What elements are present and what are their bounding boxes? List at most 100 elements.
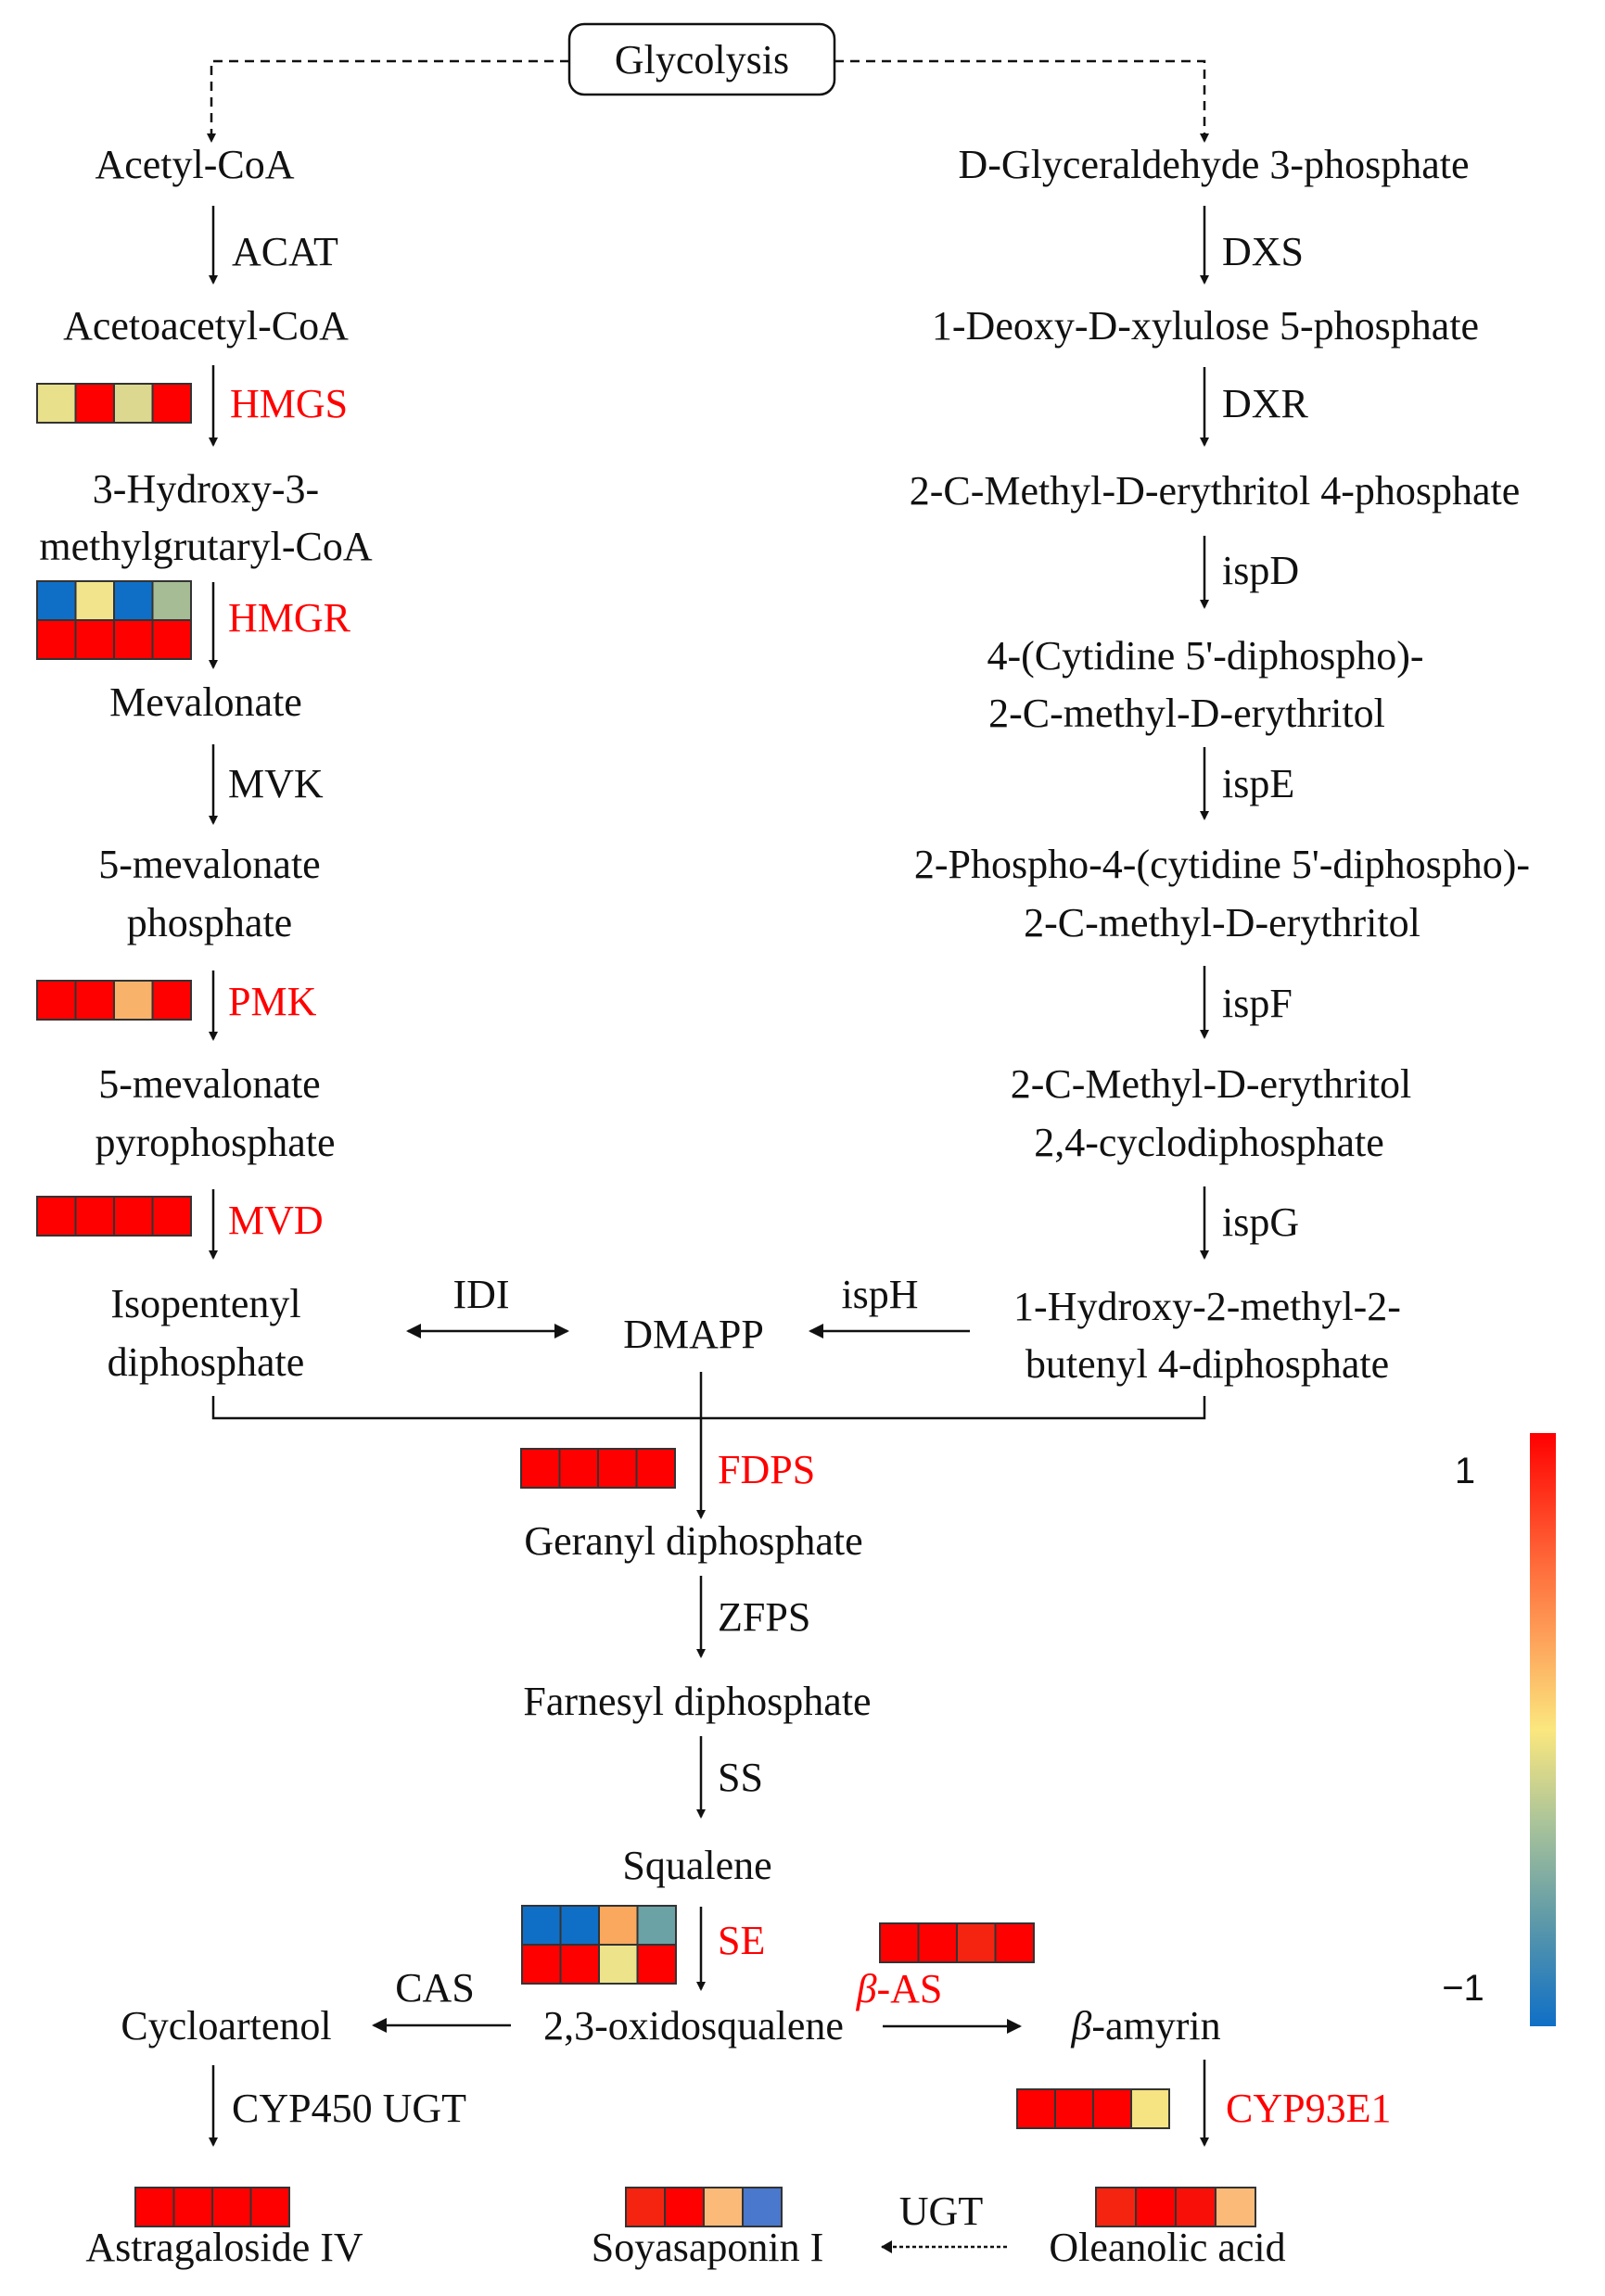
enzyme-acat: ACAT — [232, 229, 338, 274]
heatmap-cell — [879, 1922, 920, 1963]
heatmap-cell — [151, 580, 192, 621]
heatmap-cell — [558, 1448, 599, 1489]
metabolite-acetoacetyl-coa: Acetoacetyl-CoA — [63, 303, 349, 349]
metabolite-acetyl-coa: Acetyl-CoA — [95, 142, 294, 187]
heatmap-cell — [598, 1905, 639, 1946]
heatmap-cell — [625, 2187, 666, 2227]
metabolite-cycloartenol: Cycloartenol — [121, 2003, 331, 2049]
heatmap-cell — [1175, 2187, 1216, 2227]
heatmap-cell — [559, 1944, 600, 1985]
heatmap-cell — [113, 980, 154, 1021]
heatmap-cell — [521, 1944, 562, 1985]
heatmap-cell — [597, 1448, 638, 1489]
heatmap-fdps — [520, 1448, 676, 1489]
enzyme-cas: CAS — [395, 1965, 475, 2011]
heatmap-cell — [636, 1944, 677, 1985]
heatmap-cell — [74, 619, 115, 660]
heatmap-cell — [994, 1922, 1035, 1963]
metabolite-mecpp-line1: 2-C-Methyl-D-erythritol — [1011, 1061, 1412, 1107]
enzyme-pmk: PMK — [228, 979, 317, 1024]
metabolite-hmg-coa-line2: methylgrutaryl-CoA — [39, 524, 372, 569]
heatmap-cell — [635, 1448, 676, 1489]
heatmap-cell — [917, 1922, 958, 1963]
enzyme-hmgs: HMGS — [230, 381, 348, 426]
heatmap-cell — [598, 1944, 639, 1985]
enzyme-ispd: ispD — [1222, 548, 1299, 593]
heatmap-cell — [113, 580, 154, 621]
heatmap-cell — [151, 619, 192, 660]
metabolite-cdp-me-line2: 2-C-methyl-D-erythritol — [988, 691, 1385, 736]
metabolite-ipp-line2: diphosphate — [108, 1339, 305, 1385]
heatmap-cell — [1054, 2088, 1094, 2129]
enzyme-idi: IDI — [452, 1272, 509, 1317]
enzyme-ss: SS — [718, 1755, 763, 1800]
heatmap-cell — [742, 2187, 783, 2227]
heatmap-cell — [36, 383, 77, 424]
heatmap-cell — [113, 383, 154, 424]
metabolite-beta-amyrin: β-amyrin — [1070, 2003, 1220, 2049]
metabolite-dxp: 1-Deoxy-D-xylulose 5-phosphate — [932, 303, 1479, 349]
heatmap-astragaloside — [134, 2187, 290, 2227]
enzyme-mvd: MVD — [228, 1198, 324, 1243]
heatmap-se — [521, 1905, 677, 1985]
metabolite-mevalonate: Mevalonate — [109, 679, 302, 725]
heatmap-cell — [36, 580, 77, 621]
colorbar-max-label: 1 — [1455, 1451, 1475, 1491]
heatmap-cell — [36, 980, 77, 1021]
heatmap-cell — [1016, 2088, 1056, 2129]
heatmap-cell — [134, 2187, 175, 2227]
metabolite-cdp-mep-line2: 2-C-methyl-D-erythritol — [1024, 900, 1420, 945]
metabolite-farnesyl-diphosphate: Farnesyl diphosphate — [523, 1679, 871, 1724]
enzyme-cyp93e1: CYP93E1 — [1226, 2086, 1391, 2131]
heatmap-cell — [74, 580, 115, 621]
heatmap-cell — [249, 2187, 290, 2227]
heatmap-cell — [956, 1922, 997, 1963]
heatmap-cell — [113, 1196, 154, 1237]
heatmap-hmgr — [36, 580, 192, 660]
enzyme-zfps: ZFPS — [718, 1594, 810, 1640]
heatmap-cell — [36, 619, 77, 660]
metabolite-oxidosqualene: 2,3-oxidosqualene — [543, 2003, 844, 2049]
enzyme-hmgr: HMGR — [228, 595, 351, 641]
dashed-arrow-to-acetyl-coa — [207, 59, 569, 143]
dashed-arrow-to-g3p — [834, 59, 1209, 143]
heatmap-cell — [559, 1905, 600, 1946]
metabolite-cdp-mep-line1: 2-Phospho-4-(cytidine 5'-diphospho)- — [914, 842, 1530, 887]
enzyme-mvk: MVK — [228, 761, 324, 806]
heatmap-cell — [172, 2187, 213, 2227]
enzyme-cyp450-ugt: CYP450 UGT — [232, 2086, 466, 2131]
heatmap-cell — [520, 1448, 561, 1489]
glycolysis-label: Glycolysis — [615, 37, 789, 82]
colorbar-min-label: −1 — [1442, 1968, 1484, 2009]
colorbar: 1 −1 — [1442, 1433, 1556, 2026]
heatmap-cell — [36, 1196, 77, 1237]
enzyme-ugt: UGT — [899, 2188, 984, 2234]
heatmap-mvd — [36, 1196, 192, 1237]
heatmap-oleanolic — [1095, 2187, 1256, 2227]
bracket-connector — [211, 1396, 1206, 1420]
beta-symbol: β — [1070, 2003, 1091, 2049]
metabolite-soyasaponin-i: Soyasaponin I — [592, 2225, 824, 2270]
heatmap-soyasaponin — [625, 2187, 783, 2227]
heatmap-cell — [636, 1905, 677, 1946]
enzyme-dxr: DXR — [1222, 381, 1309, 426]
heatmap-cell — [151, 383, 192, 424]
heatmap-cell — [74, 980, 115, 1021]
enzyme-beta-as: β-AS — [856, 1966, 943, 2011]
metabolite-5-mevalonate-phosphate-line2: phosphate — [127, 900, 292, 945]
heatmap-cell — [74, 383, 115, 424]
heatmap-pmk — [36, 980, 192, 1021]
enzyme-isph: ispH — [841, 1272, 918, 1317]
heatmap-cell — [1092, 2088, 1132, 2129]
heatmap-cyp93e1 — [1016, 2088, 1170, 2129]
metabolite-5-mevalonate-pyrophosphate-line2: pyrophosphate — [95, 1120, 335, 1165]
enzyme-ispf: ispF — [1222, 981, 1293, 1026]
metabolite-ipp-line1: Isopentenyl — [110, 1281, 300, 1326]
enzyme-dxs: DXS — [1222, 229, 1304, 274]
colorbar-gradient — [1530, 1433, 1556, 2026]
metabolite-5-mevalonate-phosphate-line1: 5-mevalonate — [98, 842, 320, 887]
heatmap-cell — [1215, 2187, 1256, 2227]
metabolite-oleanolic-acid: Oleanolic acid — [1049, 2225, 1285, 2270]
